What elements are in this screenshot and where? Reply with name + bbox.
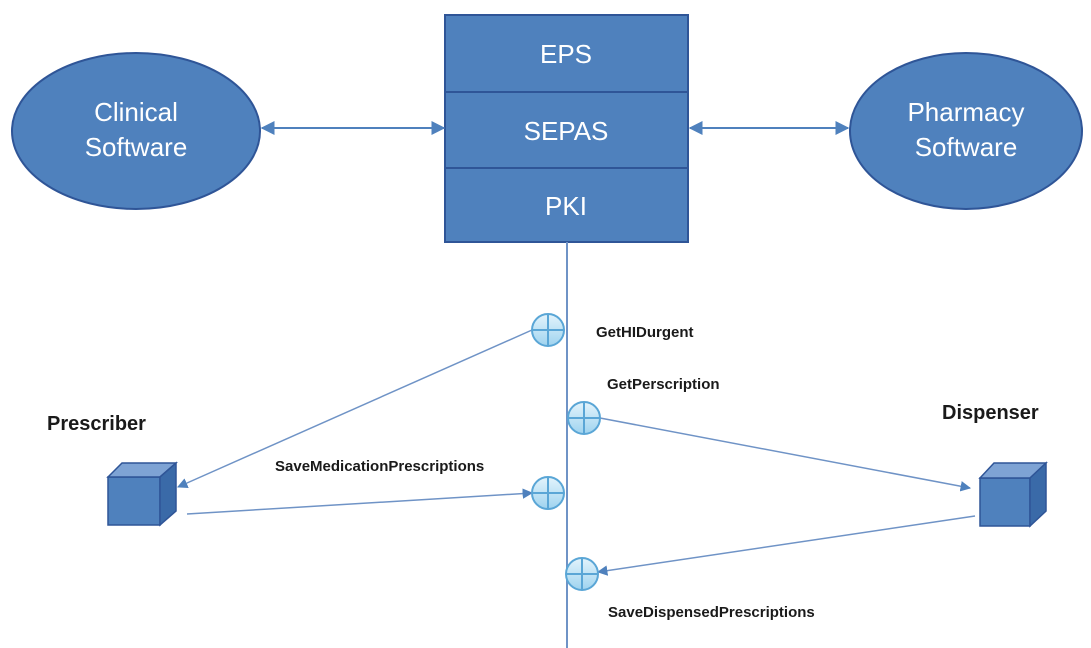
op-save-dispensed-label: SaveDispensedPrescriptions (608, 604, 815, 621)
clinical-software-line2: Software (85, 132, 188, 162)
eps-label: EPS (540, 39, 592, 69)
node-get-hid-urgent (531, 313, 565, 347)
eps-stack: EPS SEPAS PKI (444, 14, 689, 243)
dispenser-label: Dispenser (942, 402, 1039, 424)
pharmacy-software-ellipse (849, 52, 1083, 210)
op-save-medication-label: SaveMedicationPrescriptions (275, 458, 484, 475)
flow-prescriber-to-save (186, 488, 534, 515)
op-get-prescription-label: GetPerscription (607, 376, 720, 393)
prescriber-label: Prescriber (47, 413, 146, 435)
sepas-label: SEPAS (524, 116, 609, 146)
sepas-box (444, 91, 689, 169)
flow-prescription-to-dispenser (599, 417, 972, 492)
clinical-software-line1: Clinical (94, 97, 178, 127)
pki-label: PKI (545, 191, 587, 221)
flow-hid-to-prescriber (177, 329, 533, 488)
pharmacy-software-line2: Software (915, 132, 1018, 162)
node-save-medication (531, 476, 565, 510)
dispenser-cube-icon (978, 461, 1048, 528)
pki-box (444, 167, 689, 243)
clinical-software: Clinical Software (11, 52, 261, 210)
eps-box (444, 14, 689, 93)
node-save-dispensed (565, 557, 599, 591)
pharmacy-software: Pharmacy Software (849, 52, 1083, 210)
prescriber-cube-icon (106, 461, 178, 527)
pharmacy-software-line1: Pharmacy (907, 97, 1024, 127)
clinical-software-ellipse (11, 52, 261, 210)
node-get-prescription (567, 401, 601, 435)
op-get-hid-urgent-label: GetHIDurgent (596, 324, 694, 341)
flow-dispenser-to-save (596, 515, 976, 576)
